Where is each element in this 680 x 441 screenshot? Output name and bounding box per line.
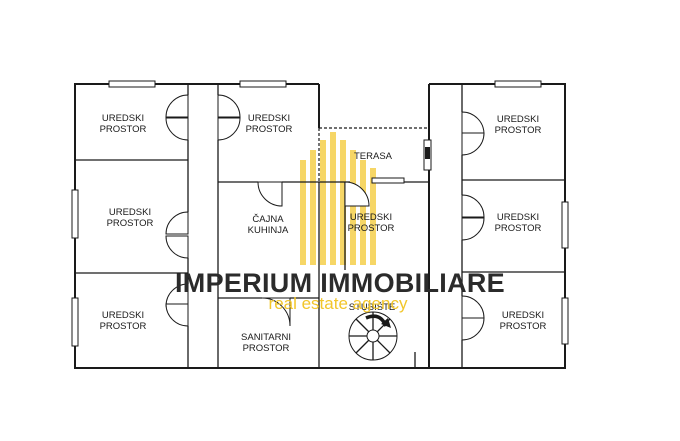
door	[257, 181, 283, 207]
door	[217, 117, 241, 141]
door	[165, 303, 189, 327]
door	[344, 181, 370, 207]
door	[461, 217, 485, 241]
door	[217, 94, 241, 118]
door	[261, 297, 291, 327]
door	[461, 111, 485, 135]
watermark-brand: IMPERIUM IMMOBILIARE	[175, 268, 505, 298]
spiral-staircase	[348, 311, 416, 368]
door	[461, 132, 485, 156]
windows	[71, 80, 569, 347]
door	[165, 211, 189, 235]
window	[108, 80, 156, 88]
interior-walls-left	[75, 84, 320, 368]
door	[165, 117, 189, 141]
window	[494, 80, 542, 88]
door	[461, 295, 485, 319]
window	[71, 297, 79, 347]
watermark-logo-icon	[300, 132, 376, 265]
window	[561, 297, 569, 345]
watermark: IMPERIUM IMMOBILIARE real estate agency	[175, 268, 505, 313]
room-label-terrace: TERASA	[354, 151, 393, 162]
room-label-stairs: STUBIŠTE	[349, 302, 395, 313]
door	[461, 317, 485, 341]
door	[165, 235, 189, 259]
watermark-tagline: real estate agency	[269, 294, 408, 313]
door-handle-icon	[425, 147, 430, 159]
window	[371, 177, 405, 184]
window	[71, 189, 79, 239]
door	[165, 94, 189, 118]
doors	[165, 94, 485, 341]
window	[239, 80, 287, 88]
door	[461, 194, 485, 218]
window	[561, 201, 569, 249]
